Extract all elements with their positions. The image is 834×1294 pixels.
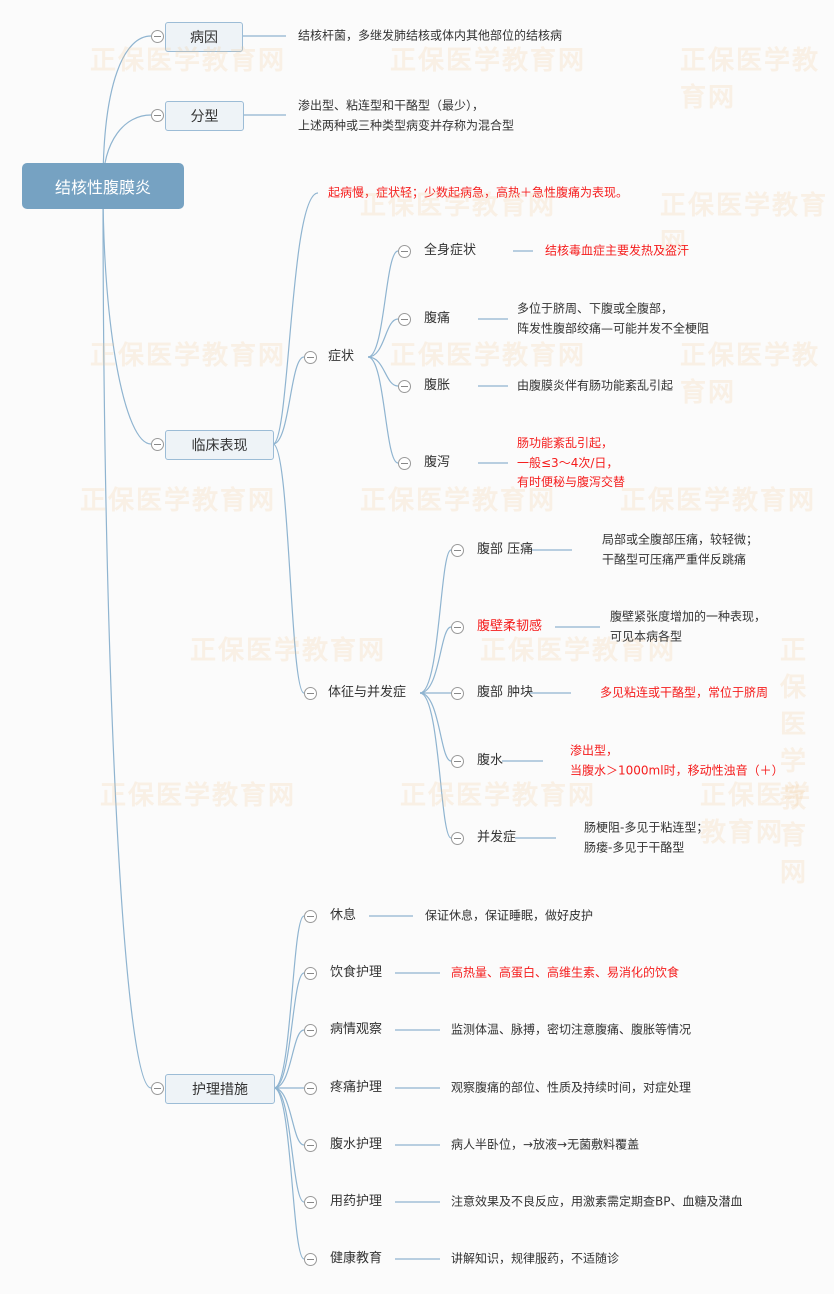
symptom-item[interactable]: 腹痛 [424,311,451,326]
nursing-item[interactable]: 腹水护理 [330,1137,383,1152]
etiology-desc: 结核杆菌，多继发肺结核或体内其他部位的结核病 [298,28,563,43]
symptom-item[interactable]: 腹泻 [424,455,451,470]
collapse-toggle-icon[interactable] [398,380,411,393]
symptom-desc: 由腹膜炎伴有肠功能紊乱引起 [517,376,673,396]
symptom-desc: 多位于脐周、下腹或全腹部， 阵发性腹部绞痛—可能并发不全梗阻 [517,300,709,339]
topic-clinical[interactable]: 临床表现 [165,430,274,460]
symptom-item[interactable]: 全身症状 [424,243,477,258]
collapse-toggle-icon[interactable] [151,30,164,43]
nursing-desc: 监测体温、脉搏，密切注意腹痛、腹胀等情况 [451,1022,692,1037]
topic-classification[interactable]: 分型 [165,101,244,131]
sign-desc: 局部或全腹部压痛，较轻微； 干酪型可压痛严重伴反跳痛 [602,531,758,570]
classification-desc: 渗出型、粘连型和干酪型（最少）， 上述两种或三种类型病变并存称为混合型 [298,97,514,136]
desc-line: 上述两种或三种类型病变并存称为混合型 [298,118,515,132]
topic-label: 病因 [190,30,218,46]
desc-line: 渗出型、粘连型和干酪型（最少）， [298,98,485,113]
collapse-toggle-icon[interactable] [304,1196,317,1209]
desc-line: 肠瘘-多见于干酪型 [584,840,685,854]
desc-line: 有时便秘与腹泻交替 [517,474,626,489]
collapse-toggle-icon[interactable] [451,544,464,557]
sign-item[interactable]: 腹部 压痛 [477,542,534,557]
collapse-toggle-icon[interactable] [304,1082,317,1095]
topic-nursing[interactable]: 护理措施 [165,1074,275,1104]
collapse-toggle-icon[interactable] [451,621,464,634]
nursing-desc: 讲解知识，规律服药，不适随诊 [451,1251,620,1266]
desc-line: 可见本病各型 [610,629,683,643]
symptom-desc: 结核毒血症主要发热及盗汗 [545,241,689,261]
collapse-toggle-icon[interactable] [398,313,411,326]
collapse-toggle-icon[interactable] [398,457,411,470]
desc-line: 当腹水＞1000ml时，移动性浊音（＋） [570,763,784,777]
symptom-desc: 肠功能紊乱引起， 一般≤3～4次/日， 有时便秘与腹泻交替 [517,434,625,493]
collapse-toggle-icon[interactable] [304,910,317,923]
root-topic[interactable]: 结核性腹膜炎 [22,163,184,209]
desc-line: 由腹膜炎伴有肠功能紊乱引起 [517,378,674,393]
nursing-item[interactable]: 疼痛护理 [330,1080,383,1095]
nursing-item[interactable]: 健康教育 [330,1251,383,1266]
collapse-toggle-icon[interactable] [398,245,411,258]
collapse-toggle-icon[interactable] [304,1253,317,1266]
subtopic-signs[interactable]: 体征与并发症 [328,685,407,700]
desc-line: 多位于脐周、下腹或全腹部， [517,301,674,316]
topic-label: 护理措施 [192,1082,248,1098]
collapse-toggle-icon[interactable] [304,967,317,980]
desc-line: 结核毒血症主要发热及盗汗 [545,243,690,258]
nursing-item[interactable]: 病情观察 [330,1022,383,1037]
desc-line: 肠梗阻-多见于粘连型； [584,820,709,835]
nursing-desc: 观察腹痛的部位、性质及持续时间，对症处理 [451,1080,692,1095]
clinical-note: 起病慢，症状轻；少数起病急，高热＋急性腹痛为表现。 [328,185,629,200]
sign-item[interactable]: 腹壁柔韧感 [477,619,543,634]
topic-label: 分型 [190,109,219,125]
sign-item[interactable]: 腹水 [477,753,504,768]
root-title: 结核性腹膜炎 [54,178,151,197]
sign-item[interactable]: 腹部 肿块 [477,685,534,700]
desc-line: 腹壁紧张度增加的一种表现， [610,609,767,624]
topic-label: 临床表现 [191,438,248,454]
nursing-desc: 高热量、高蛋白、高维生素、易消化的饮食 [451,965,680,980]
nursing-desc: 保证休息，保证睡眠，做好皮护 [425,908,594,923]
collapse-toggle-icon[interactable] [151,438,164,451]
collapse-toggle-icon[interactable] [451,687,464,700]
collapse-toggle-icon[interactable] [304,1139,317,1152]
collapse-toggle-icon[interactable] [151,1082,164,1095]
sign-item[interactable]: 并发症 [477,830,517,845]
collapse-toggle-icon[interactable] [304,351,317,364]
subtopic-symptoms[interactable]: 症状 [328,349,355,364]
desc-line: 局部或全腹部压痛，较轻微； [602,532,759,547]
collapse-toggle-icon[interactable] [151,109,164,122]
sign-desc: 渗出型， 当腹水＞1000ml时，移动性浊音（＋） [570,742,784,781]
desc-line: 一般≤3～4次/日， [517,455,619,470]
nursing-item[interactable]: 用药护理 [330,1194,383,1209]
symptom-item[interactable]: 腹胀 [424,378,451,393]
collapse-toggle-icon[interactable] [451,755,464,768]
sign-desc: 多见粘连或干酪型，常位于脐周 [600,683,768,703]
collapse-toggle-icon[interactable] [451,832,464,845]
desc-line: 阵发性腹部绞痛—可能并发不全梗阻 [517,321,710,335]
desc-line: 干酪型可压痛严重伴反跳痛 [602,552,747,566]
desc-line: 渗出型， [570,743,619,758]
collapse-toggle-icon[interactable] [304,1024,317,1037]
sign-desc: 肠梗阻-多见于粘连型； 肠瘘-多见于干酪型 [584,819,708,858]
topic-etiology[interactable]: 病因 [165,22,243,52]
nursing-desc: 注意效果及不良反应，用激素需定期查BP、血糖及潜血 [451,1194,743,1209]
desc-line: 肠功能紊乱引起， [517,435,614,450]
nursing-item[interactable]: 休息 [330,908,357,923]
sign-desc: 腹壁紧张度增加的一种表现， 可见本病各型 [610,608,766,647]
nursing-desc: 病人半卧位，→放液→无菌敷料覆盖 [451,1137,640,1152]
nursing-item[interactable]: 饮食护理 [330,965,383,980]
collapse-toggle-icon[interactable] [304,687,317,700]
desc-line: 多见粘连或干酪型，常位于脐周 [600,685,769,700]
